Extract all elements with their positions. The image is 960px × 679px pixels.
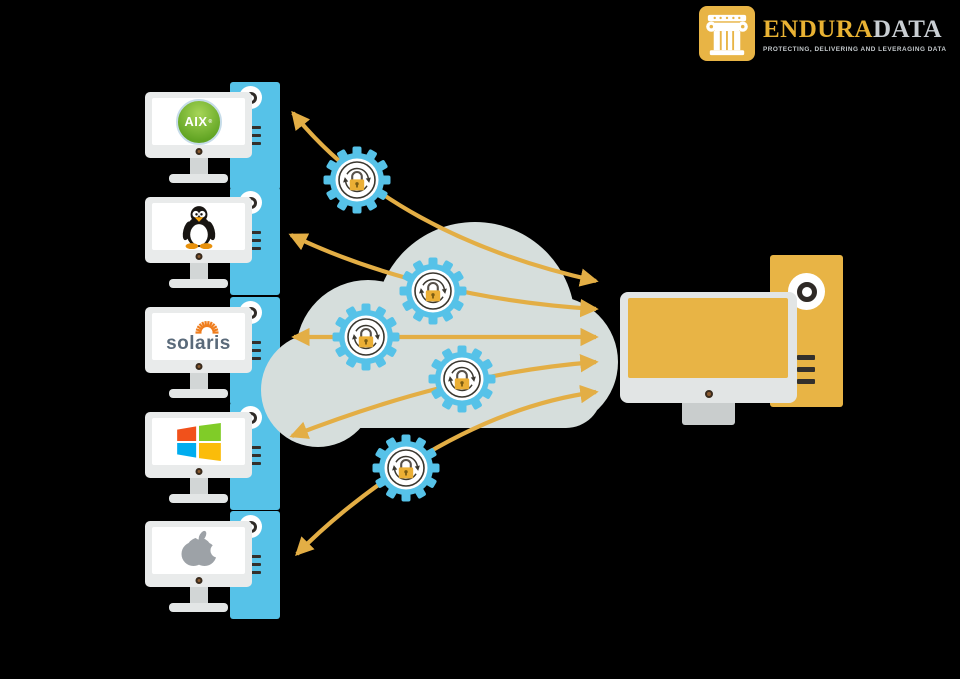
roman-column-icon <box>699 6 755 61</box>
monitor-base <box>169 603 228 612</box>
sync-lock-badge <box>372 434 440 502</box>
camera-dot-icon <box>195 577 202 584</box>
monitor-solaris: solaris <box>145 307 252 373</box>
monitor-base <box>169 279 228 288</box>
apple-logo-icon <box>181 530 219 566</box>
sync-lock-badge <box>428 345 496 413</box>
enduradata-logo: ENDURADATA PROTECTING, DELIVERING AND LE… <box>699 6 947 61</box>
transfer-arrow-apple <box>295 384 599 556</box>
camera-dot-icon <box>195 253 202 260</box>
transfer-arrow-aix <box>291 110 599 287</box>
monitor-stand <box>190 263 208 280</box>
screen-aix: AIX® <box>152 98 245 145</box>
transfer-arrow-linux <box>288 233 599 318</box>
monitor-base <box>169 389 228 398</box>
monitor-stand <box>190 478 208 495</box>
monitor-aix: AIX® <box>145 92 252 158</box>
destination-computer <box>620 255 843 430</box>
sunburst-icon <box>195 321 219 334</box>
sync-lock-badge <box>399 257 467 325</box>
monitor-base <box>169 174 228 183</box>
transfer-arrows <box>288 110 599 556</box>
computer-apple <box>145 511 280 626</box>
computer-solaris: solaris <box>145 297 280 412</box>
transfer-arrow-windows <box>289 353 599 439</box>
computer-windows <box>145 402 280 517</box>
aix-sphere-logo: AIX® <box>175 98 222 145</box>
monitor-apple <box>145 521 252 587</box>
logo-wordmark-data: DATA <box>872 16 943 43</box>
screen-solaris: solaris <box>152 313 245 360</box>
tower-vents <box>245 231 261 255</box>
camera-dot-icon <box>195 363 202 370</box>
logo-wordmark-endura: ENDURA <box>763 16 873 43</box>
solaris-sunburst-logo: solaris <box>166 320 231 353</box>
camera-dot-icon <box>195 148 202 155</box>
tower-vents <box>245 126 261 150</box>
sync-lock-badge <box>323 146 391 214</box>
tower-vents <box>245 555 261 579</box>
logo-wordmark: ENDURADATA <box>763 17 947 42</box>
screen-destination <box>628 298 788 378</box>
monitor-windows <box>145 412 252 478</box>
monitor-stand <box>190 587 208 604</box>
tower-vents <box>245 341 261 365</box>
computer-aix: AIX® <box>145 82 280 197</box>
tower-vents <box>797 355 815 391</box>
sync-lock-badges <box>323 146 496 502</box>
monitor-destination <box>620 292 797 403</box>
logo-tagline: PROTECTING, DELIVERING AND LEVERAGING DA… <box>763 46 947 53</box>
windows-flag-icon <box>176 422 221 461</box>
computer-linux <box>145 187 280 302</box>
sync-lock-badge <box>332 303 400 371</box>
monitor-linux <box>145 197 252 263</box>
logo-text-block: ENDURADATA PROTECTING, DELIVERING AND LE… <box>763 6 947 61</box>
monitor-stand <box>190 373 208 390</box>
screen-windows <box>152 418 245 465</box>
solaris-wordmark: solaris <box>166 332 231 354</box>
cloud-shape <box>261 222 618 447</box>
camera-dot-icon <box>195 468 202 475</box>
camera-dot-icon <box>704 390 713 398</box>
monitor-stand <box>682 403 735 425</box>
monitor-base <box>169 494 228 503</box>
tower-vents <box>245 446 261 470</box>
monitor-stand <box>190 158 208 175</box>
screen-apple <box>152 527 245 574</box>
tux-penguin-icon <box>182 205 215 249</box>
screen-linux <box>152 203 245 250</box>
